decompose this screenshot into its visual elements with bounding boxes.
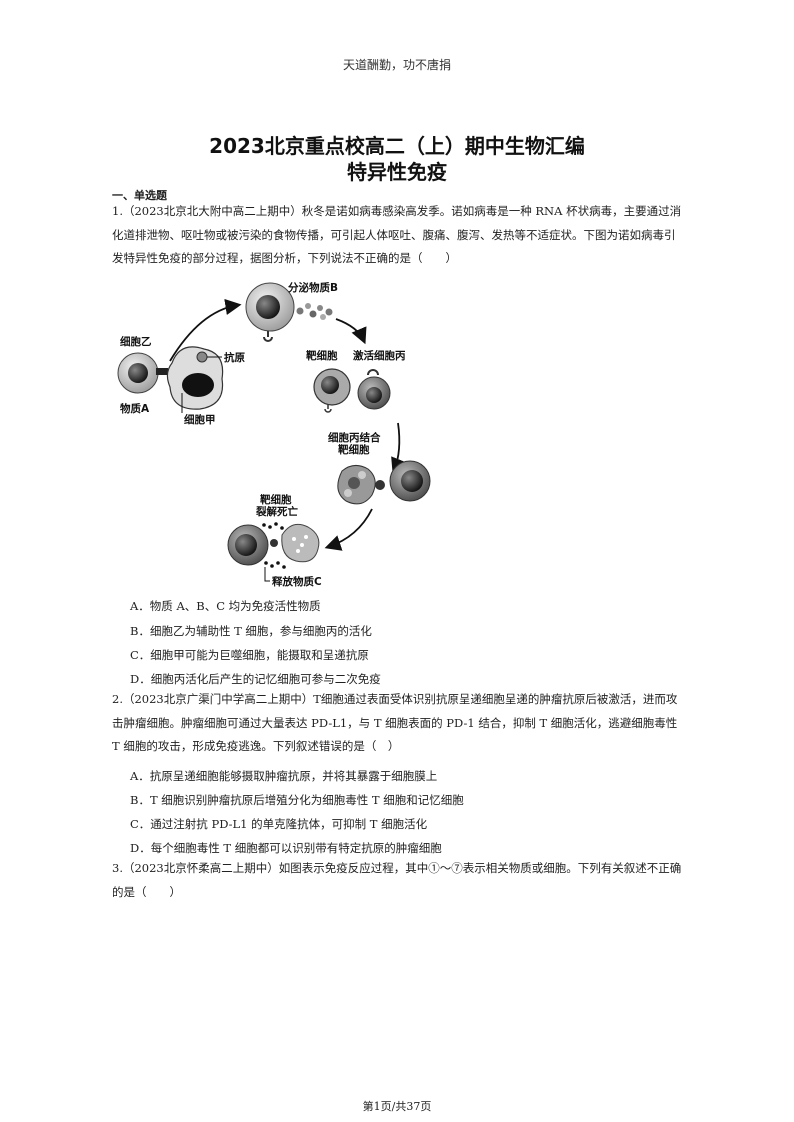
substance-c-dots xyxy=(262,522,286,569)
title-line-2: 特异性免疫 xyxy=(347,160,447,184)
arrow-to-right xyxy=(335,318,367,345)
arrow-to-top xyxy=(169,298,242,362)
label-target-cell: 靶细胞 xyxy=(306,349,338,362)
label-antigen: 抗原 xyxy=(224,351,245,364)
cell-yi xyxy=(117,352,168,394)
bound-cell-bing xyxy=(389,460,431,502)
q2-option-c[interactable]: C．通过注射抗 PD-L1 的单克隆抗体，可抑制 T 细胞活化 xyxy=(130,817,428,831)
q1-option-a[interactable]: A．物质 A、B、C 均为免疫活性物质 xyxy=(130,599,321,613)
lysis-binding-point xyxy=(270,539,278,547)
target-cell xyxy=(313,368,351,413)
label-bind-line1: 细胞丙结合 xyxy=(328,431,381,444)
question-3-text: 3.（2023北京怀柔高二上期中）如图表示免疫反应过程，其中①～⑦表示相关物质或… xyxy=(112,861,682,899)
activated-cell-bing xyxy=(357,369,391,410)
label-release-c: 释放物质C xyxy=(272,575,322,588)
label-cell-jia: 细胞甲 xyxy=(184,413,216,426)
immune-process-figure: 分泌物质B 细胞乙 物质A 抗原 细胞甲 靶细胞 激活细胞丙 细胞丙结合 靶细胞 xyxy=(117,281,431,588)
arrow-down-left xyxy=(324,508,373,551)
label-substance-a: 物质A xyxy=(120,402,150,415)
page-footer: 第1页/共37页 xyxy=(362,1100,432,1113)
label-cell-yi: 细胞乙 xyxy=(120,335,152,348)
q1-option-c[interactable]: C．细胞甲可能为巨噬细胞，能摄取和呈递抗原 xyxy=(130,648,369,662)
lysing-cell-bing xyxy=(227,524,269,566)
label-secrete-b: 分泌物质B xyxy=(288,281,338,294)
label-lysis-line1: 靶细胞 xyxy=(260,493,292,506)
bound-target-cell xyxy=(337,465,376,505)
section-heading: 一、单选题 xyxy=(112,189,167,202)
q1-option-d[interactable]: D．细胞丙活化后产生的记忆细胞可参与二次免疫 xyxy=(130,672,381,686)
substance-b-dots xyxy=(296,303,333,320)
label-lysis-line2: 裂解死亡 xyxy=(255,505,298,518)
label-activate-bing: 激活细胞丙 xyxy=(353,349,406,362)
question-1-text: 1.（2023北京北大附中高二上期中）秋冬是诺如病毒感染高发季。诺如病毒是一种 … xyxy=(112,204,682,265)
q2-option-a[interactable]: A．抗原呈递细胞能够摄取肿瘤抗原，并将其暴露于细胞膜上 xyxy=(130,769,438,783)
secreting-cell xyxy=(245,282,295,342)
page-header: 天道酬勤，功不唐捐 xyxy=(342,58,451,72)
cell-jia xyxy=(166,346,224,410)
q1-option-b[interactable]: B．细胞乙为辅助性 T 细胞，参与细胞丙的活化 xyxy=(130,624,372,638)
question-2-text: 2.（2023北京广渠门中学高二上期中）T细胞通过表面受体识别抗原呈递细胞呈递的… xyxy=(112,692,678,753)
arrow-down xyxy=(391,422,407,475)
label-bind-line2: 靶细胞 xyxy=(338,443,370,456)
lysed-target-cell xyxy=(281,523,320,563)
q2-option-d[interactable]: D．每个细胞毒性 T 细胞都可以识别带有特定抗原的肿瘤细胞 xyxy=(130,841,442,855)
q2-option-b[interactable]: B．T 细胞识别肿瘤抗原后增殖分化为细胞毒性 T 细胞和记忆细胞 xyxy=(130,793,464,807)
title-line-1: 2023北京重点校高二（上）期中生物汇编 xyxy=(209,134,585,158)
document-title: 2023北京重点校高二（上）期中生物汇编 特异性免疫 xyxy=(0,133,794,185)
binding-point xyxy=(375,480,385,490)
